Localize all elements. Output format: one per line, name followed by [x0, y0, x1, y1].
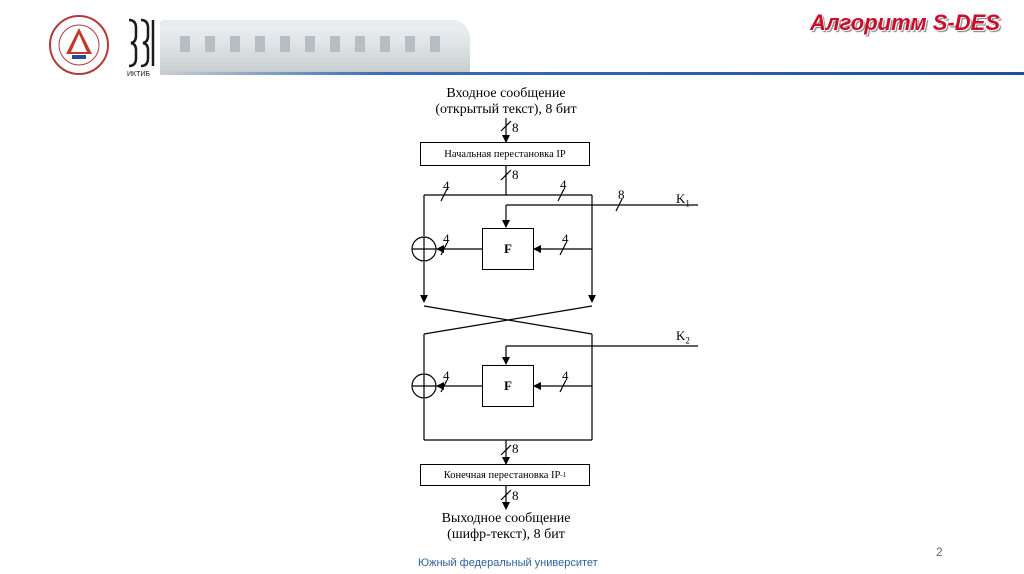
final-permutation-sup: -1	[560, 471, 567, 479]
key1-letter: K	[676, 191, 686, 206]
footer-text: Южный федеральный университет	[418, 557, 598, 569]
page-number: 2	[936, 545, 943, 559]
bit-width-label: 8	[512, 167, 519, 182]
bit-width-label: 4	[562, 231, 569, 246]
university-seal-icon	[49, 15, 109, 75]
bit-width-label: 4	[562, 368, 569, 383]
initial-permutation-box: Начальная перестановка IP	[420, 142, 590, 166]
bit-width-label: 4	[443, 231, 450, 246]
output-caption-line2: (шифр-текст), 8 бит	[447, 527, 565, 542]
key2-letter: K	[676, 328, 686, 343]
bit-width-label: 4	[443, 178, 450, 193]
f-function-box-round2: F	[482, 365, 534, 407]
bit-width-label: 8	[512, 441, 519, 456]
input-caption-line2: (открытый текст), 8 бит	[435, 102, 577, 117]
key2-subscript: 2	[685, 335, 690, 346]
input-caption: Входное сообщение (открытый текст), 8 би…	[396, 86, 616, 118]
f-function-label: F	[504, 241, 512, 256]
university-building-photo	[160, 20, 470, 72]
final-permutation-box: Конечная перестановка IP-1	[420, 464, 590, 486]
slide-title: Алгоритм S-DES	[810, 10, 1000, 35]
output-caption: Выходное сообщение (шифр-текст), 8 бит	[396, 511, 616, 543]
bit-width-label: 8	[512, 120, 519, 135]
header-divider	[160, 72, 1024, 75]
key1-subscript: 1	[685, 198, 690, 209]
bit-width-label: 8	[512, 488, 519, 503]
f-function-box-round1: F	[482, 228, 534, 270]
initial-permutation-label: Начальная перестановка IP	[444, 148, 566, 160]
f-function-label: F	[504, 378, 512, 393]
slide-header: ИКТИБ Алгоритм S-DES	[0, 0, 1024, 90]
bit-width-label: 8	[618, 187, 625, 202]
bit-width-label: 4	[560, 177, 567, 192]
input-caption-line1: Входное сообщение	[446, 86, 566, 101]
key2-label: K2	[676, 328, 690, 346]
key1-label: K1	[676, 191, 690, 209]
ictib-mark-text: ИКТИБ	[127, 71, 150, 78]
ictib-mark-icon: ИКТИБ	[127, 18, 155, 78]
bit-width-label: 4	[443, 368, 450, 383]
output-caption-line1: Выходное сообщение	[441, 511, 571, 526]
final-permutation-label: Конечная перестановка IP	[443, 469, 561, 481]
